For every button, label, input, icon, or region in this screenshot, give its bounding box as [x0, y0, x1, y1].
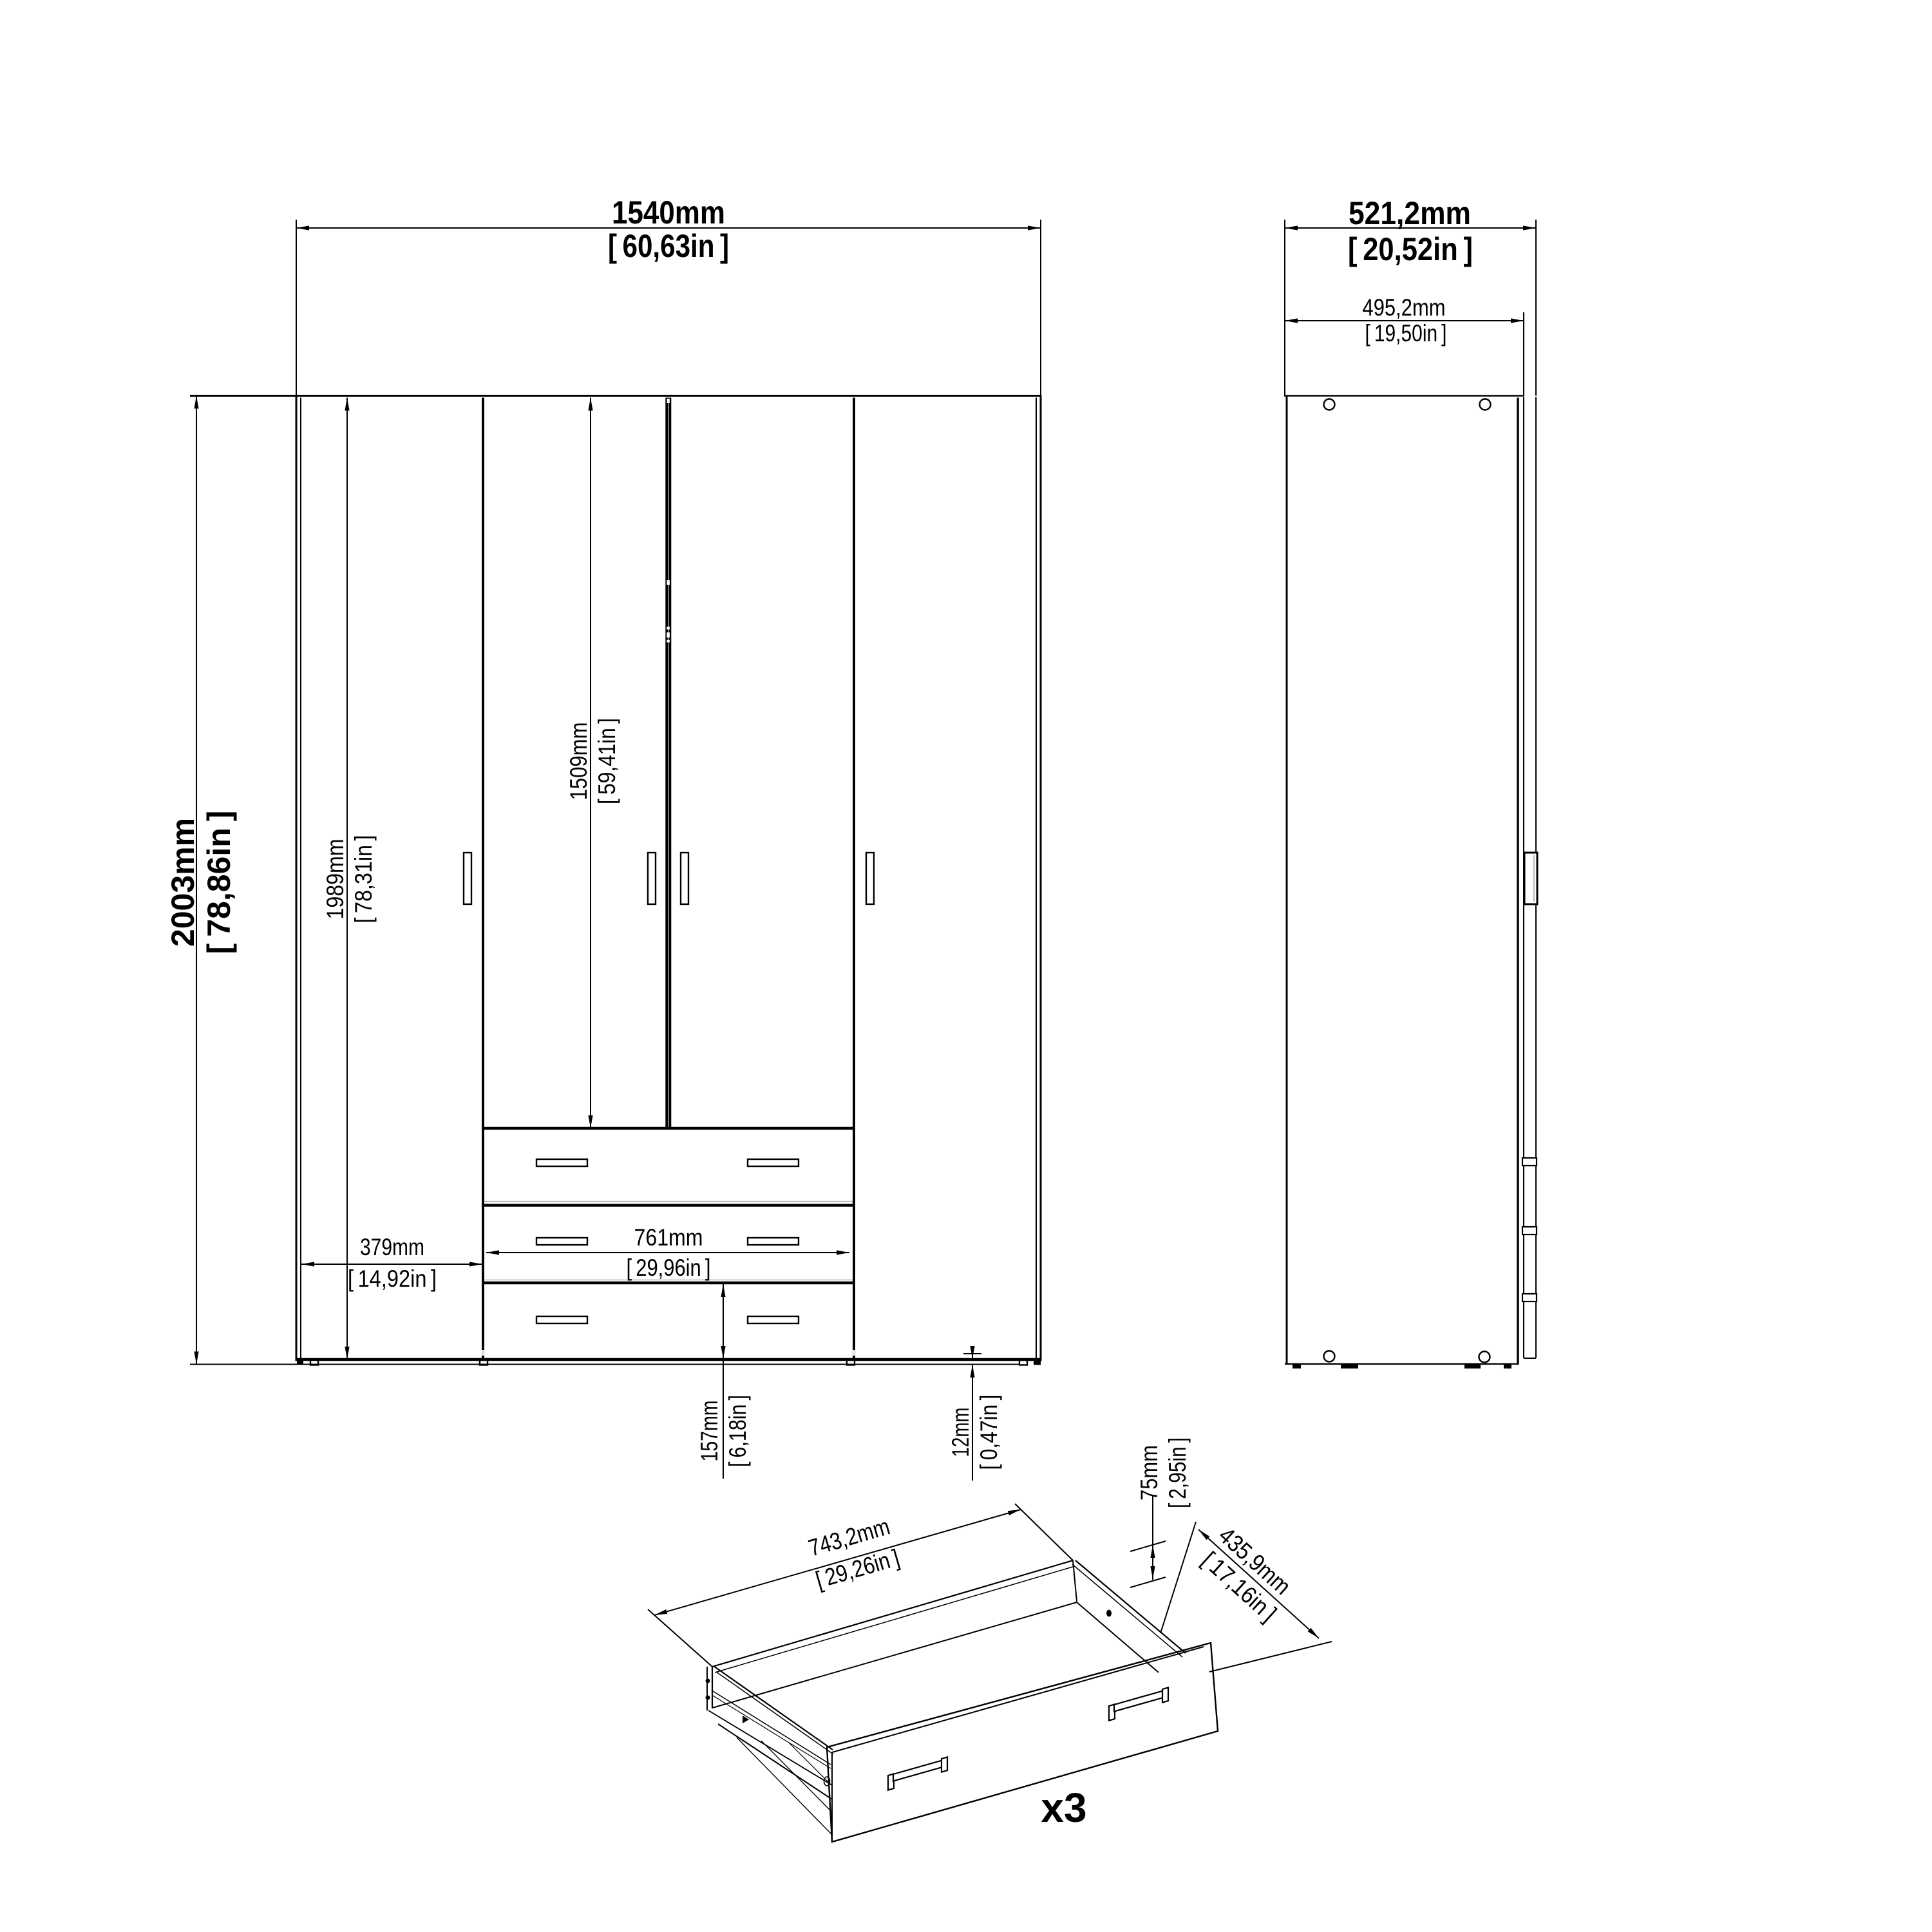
svg-text:[ 60,63in ]: [ 60,63in ] [608, 228, 729, 264]
svg-text:521,2mm: 521,2mm [1349, 195, 1471, 231]
svg-text:157mm: 157mm [696, 1401, 723, 1462]
svg-text:[ 14,92in ]: [ 14,92in ] [348, 1265, 437, 1292]
svg-text:1509mm: 1509mm [565, 723, 592, 800]
svg-text:[ 0,47in ]: [ 0,47in ] [976, 1395, 1002, 1470]
svg-text:495,2mm: 495,2mm [1363, 294, 1446, 321]
svg-text:75mm: 75mm [1136, 1445, 1162, 1501]
svg-text:761mm: 761mm [634, 1224, 703, 1251]
svg-text:2003mm: 2003mm [165, 818, 201, 947]
svg-text:x3: x3 [1041, 1785, 1086, 1831]
svg-text:[ 2,95in ]: [ 2,95in ] [1164, 1437, 1191, 1508]
svg-text:[ 78,31in ]: [ 78,31in ] [350, 835, 377, 923]
svg-text:1540mm: 1540mm [612, 194, 725, 231]
svg-text:[ 29,96in ]: [ 29,96in ] [627, 1255, 711, 1281]
svg-text:[ 6,18in ]: [ 6,18in ] [724, 1395, 751, 1467]
svg-text:[ 20,52in ]: [ 20,52in ] [1348, 231, 1473, 267]
svg-text:[ 78,86in ]: [ 78,86in ] [201, 811, 237, 954]
svg-text:[ 59,41in ]: [ 59,41in ] [594, 718, 620, 804]
svg-text:1989mm: 1989mm [322, 839, 348, 920]
svg-text:379mm: 379mm [360, 1234, 424, 1260]
svg-text:[ 19,50in ]: [ 19,50in ] [1365, 320, 1447, 346]
svg-text:12mm: 12mm [947, 1408, 974, 1457]
